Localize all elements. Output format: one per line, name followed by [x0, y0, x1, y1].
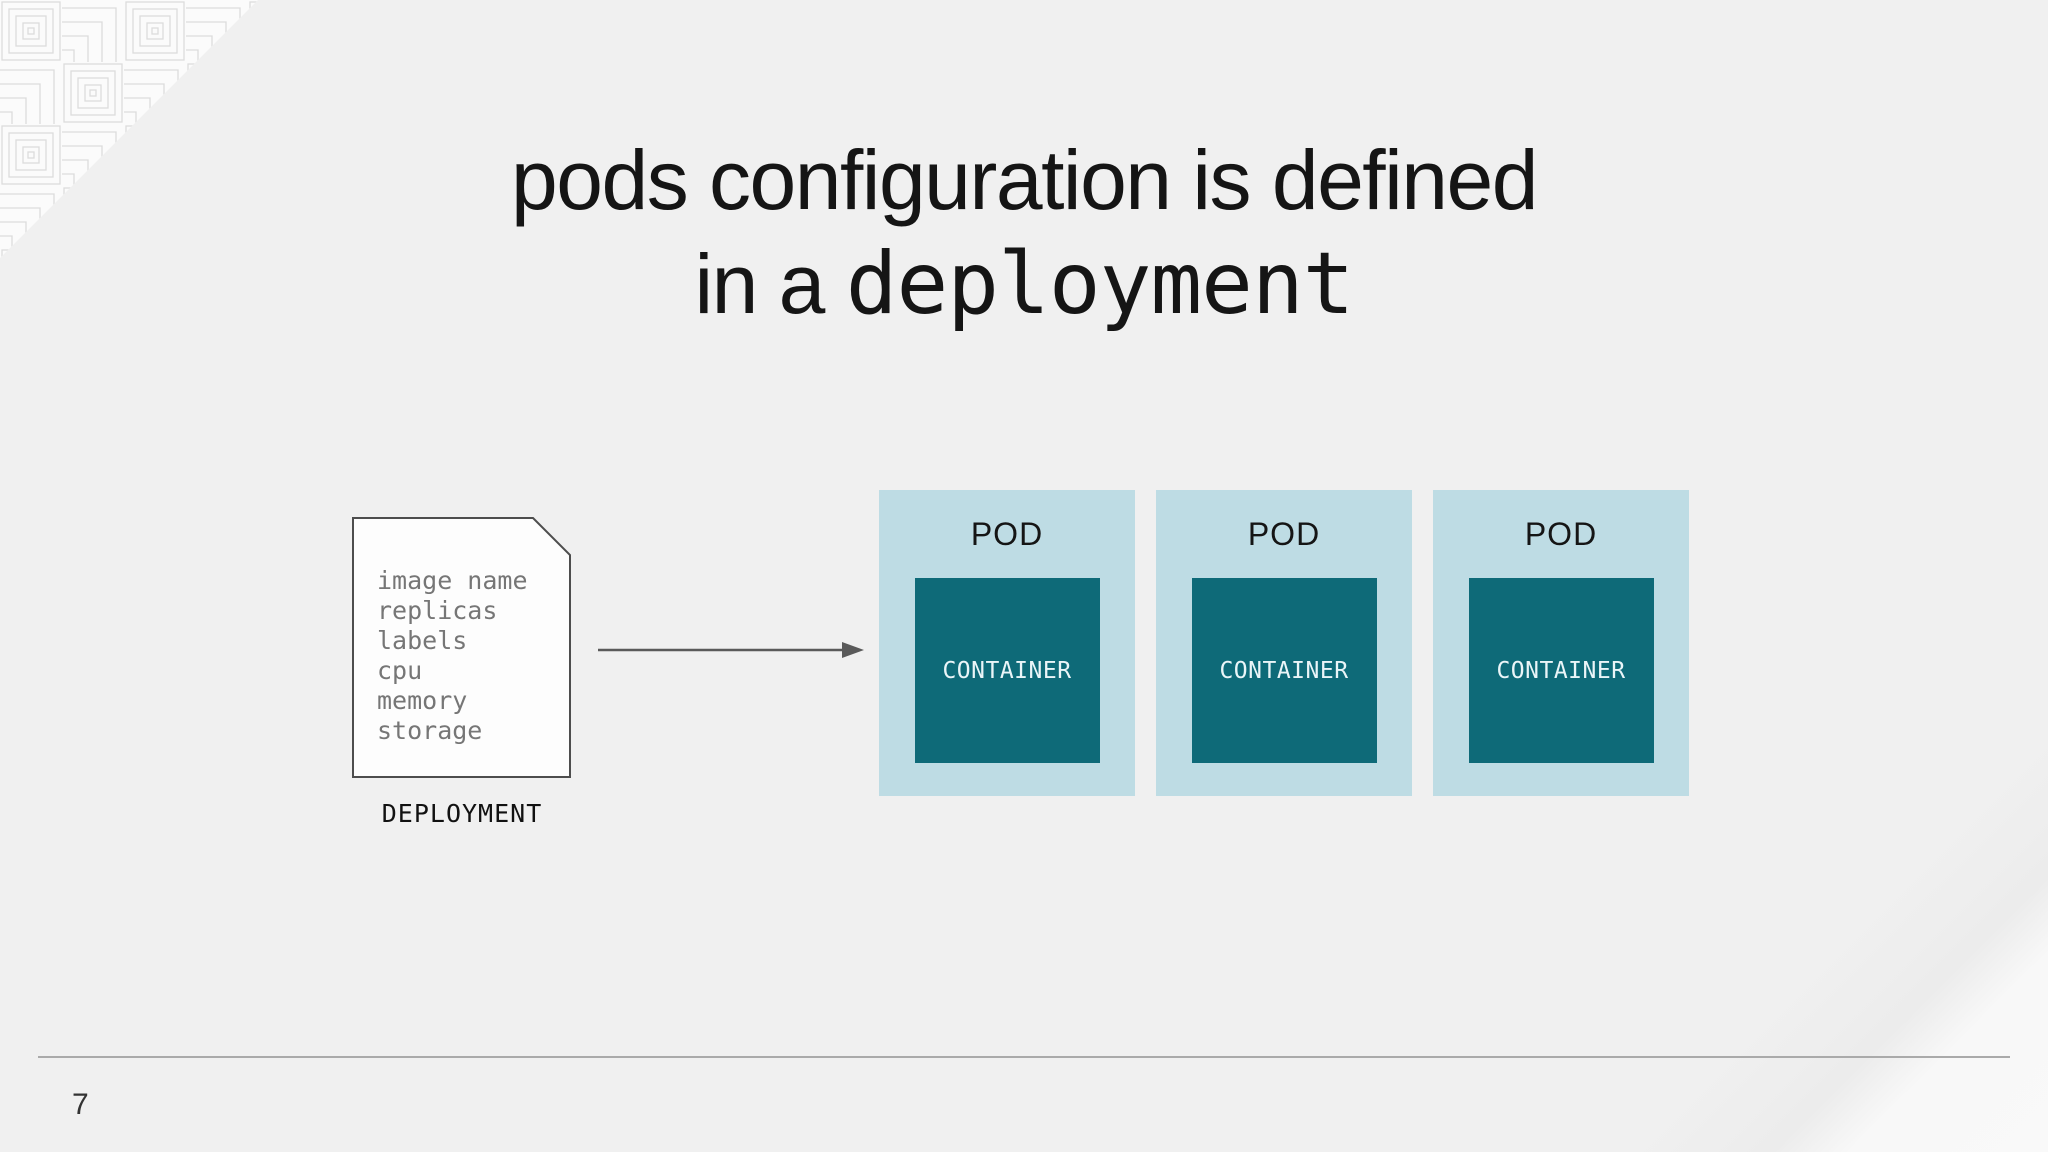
pod-label: POD	[970, 515, 1044, 552]
pod-label: POD	[1524, 515, 1598, 552]
page-number: 7	[72, 1088, 89, 1121]
pod-box-2: POD CONTAINER	[1156, 490, 1412, 796]
container-box: CONTAINER	[1468, 578, 1654, 763]
pod-box-1: POD CONTAINER	[879, 490, 1135, 796]
deployment-field: replicas	[377, 596, 498, 625]
arrow-right-icon	[598, 642, 864, 658]
title-deployment-code: deployment	[845, 234, 1355, 334]
pod-box-3: POD CONTAINER	[1433, 490, 1689, 796]
container-label: CONTAINER	[942, 657, 1072, 684]
title-line-2: in a deployment	[0, 232, 2048, 336]
pods-row: POD CONTAINER POD CONTAINER POD CONTAINE…	[879, 490, 1689, 796]
deployment-field: labels	[377, 626, 468, 655]
title-line-1: pods configuration is defined	[511, 133, 1538, 227]
title-line-2-prefix: in a	[694, 237, 846, 331]
footer-divider	[38, 1056, 2010, 1058]
deployment-field: storage	[377, 716, 483, 745]
container-box: CONTAINER	[1191, 578, 1377, 763]
deployment-field-list: image name replicas labels cpu memory st…	[377, 566, 557, 746]
container-label: CONTAINER	[1496, 657, 1626, 684]
deployment-field: memory	[377, 686, 468, 715]
container-label: CONTAINER	[1219, 657, 1349, 684]
pod-label: POD	[1247, 515, 1321, 552]
deployment-field: image name	[377, 566, 528, 595]
deployment-field: cpu	[377, 656, 423, 685]
document-icon	[352, 517, 571, 778]
deployment-label: DEPLOYMENT	[381, 799, 543, 828]
container-box: CONTAINER	[914, 578, 1100, 763]
slide-title: pods configuration is defined in a deplo…	[0, 128, 2048, 336]
